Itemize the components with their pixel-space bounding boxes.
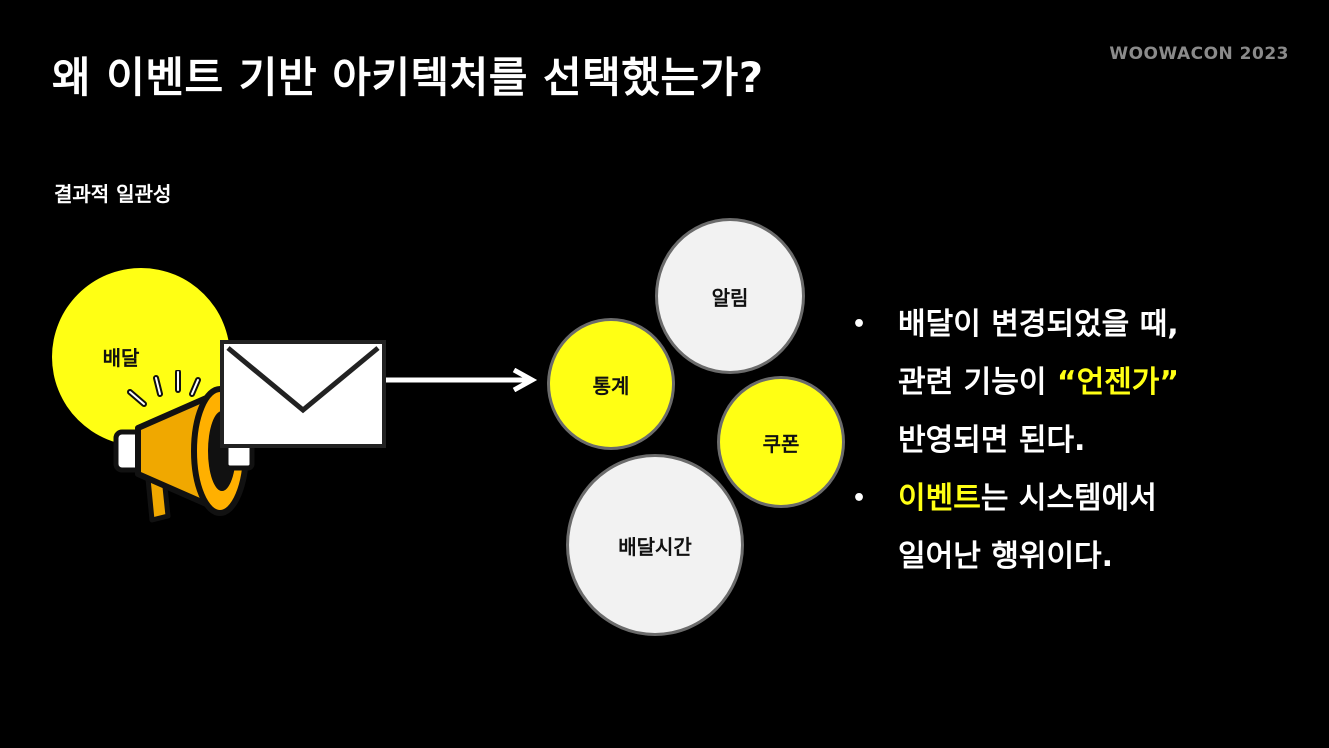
node-stats-label: 통계 bbox=[592, 373, 630, 398]
node-delivery-time: 배달시간 bbox=[566, 454, 744, 636]
node-delivery-time-label: 배달시간 bbox=[618, 534, 692, 559]
bullet-dot: • bbox=[852, 312, 867, 337]
node-alert: 알림 bbox=[655, 218, 805, 374]
bullet-1-line-3: 반영되면 된다. bbox=[898, 423, 1086, 458]
bullet-2-line-2: 일어난 행위이다. bbox=[898, 539, 1114, 574]
bullet-1-line-1: 배달이 변경되었을 때, bbox=[898, 307, 1179, 342]
bullet-item-2: • 이벤트는 시스템에서 일어난 행위이다. bbox=[852, 470, 1179, 586]
node-alert-label: 알림 bbox=[711, 285, 749, 310]
bullet-2-highlight: 이벤트 bbox=[898, 481, 981, 516]
bullet-list: • 배달이 변경되었을 때, 관련 기능이 “언젠가” 반영되면 된다. • 이… bbox=[852, 296, 1179, 586]
bullet-item-1: • 배달이 변경되었을 때, 관련 기능이 “언젠가” 반영되면 된다. bbox=[852, 296, 1179, 470]
bullet-2-line-1-rest: 는 시스템에서 bbox=[980, 481, 1157, 516]
brand-logo: WOOWACON 2023 bbox=[1109, 44, 1289, 64]
node-stats: 통계 bbox=[547, 318, 675, 450]
source-label: 배달 bbox=[102, 346, 140, 370]
bullet-dot: • bbox=[852, 486, 867, 511]
page-title: 왜 이벤트 기반 아키텍처를 선택했는가? bbox=[52, 53, 764, 102]
node-coupon-label: 쿠폰 bbox=[762, 431, 800, 456]
arrow-right-icon bbox=[386, 368, 538, 392]
node-coupon: 쿠폰 bbox=[717, 376, 845, 508]
section-subtitle: 결과적 일관성 bbox=[54, 182, 172, 206]
bullet-1-line-2-prefix: 관련 기능이 bbox=[898, 365, 1057, 400]
bullet-1-highlight: “언젠가” bbox=[1056, 365, 1180, 400]
source-circle-delivery: 배달 bbox=[52, 268, 230, 446]
envelope-icon bbox=[220, 340, 386, 448]
